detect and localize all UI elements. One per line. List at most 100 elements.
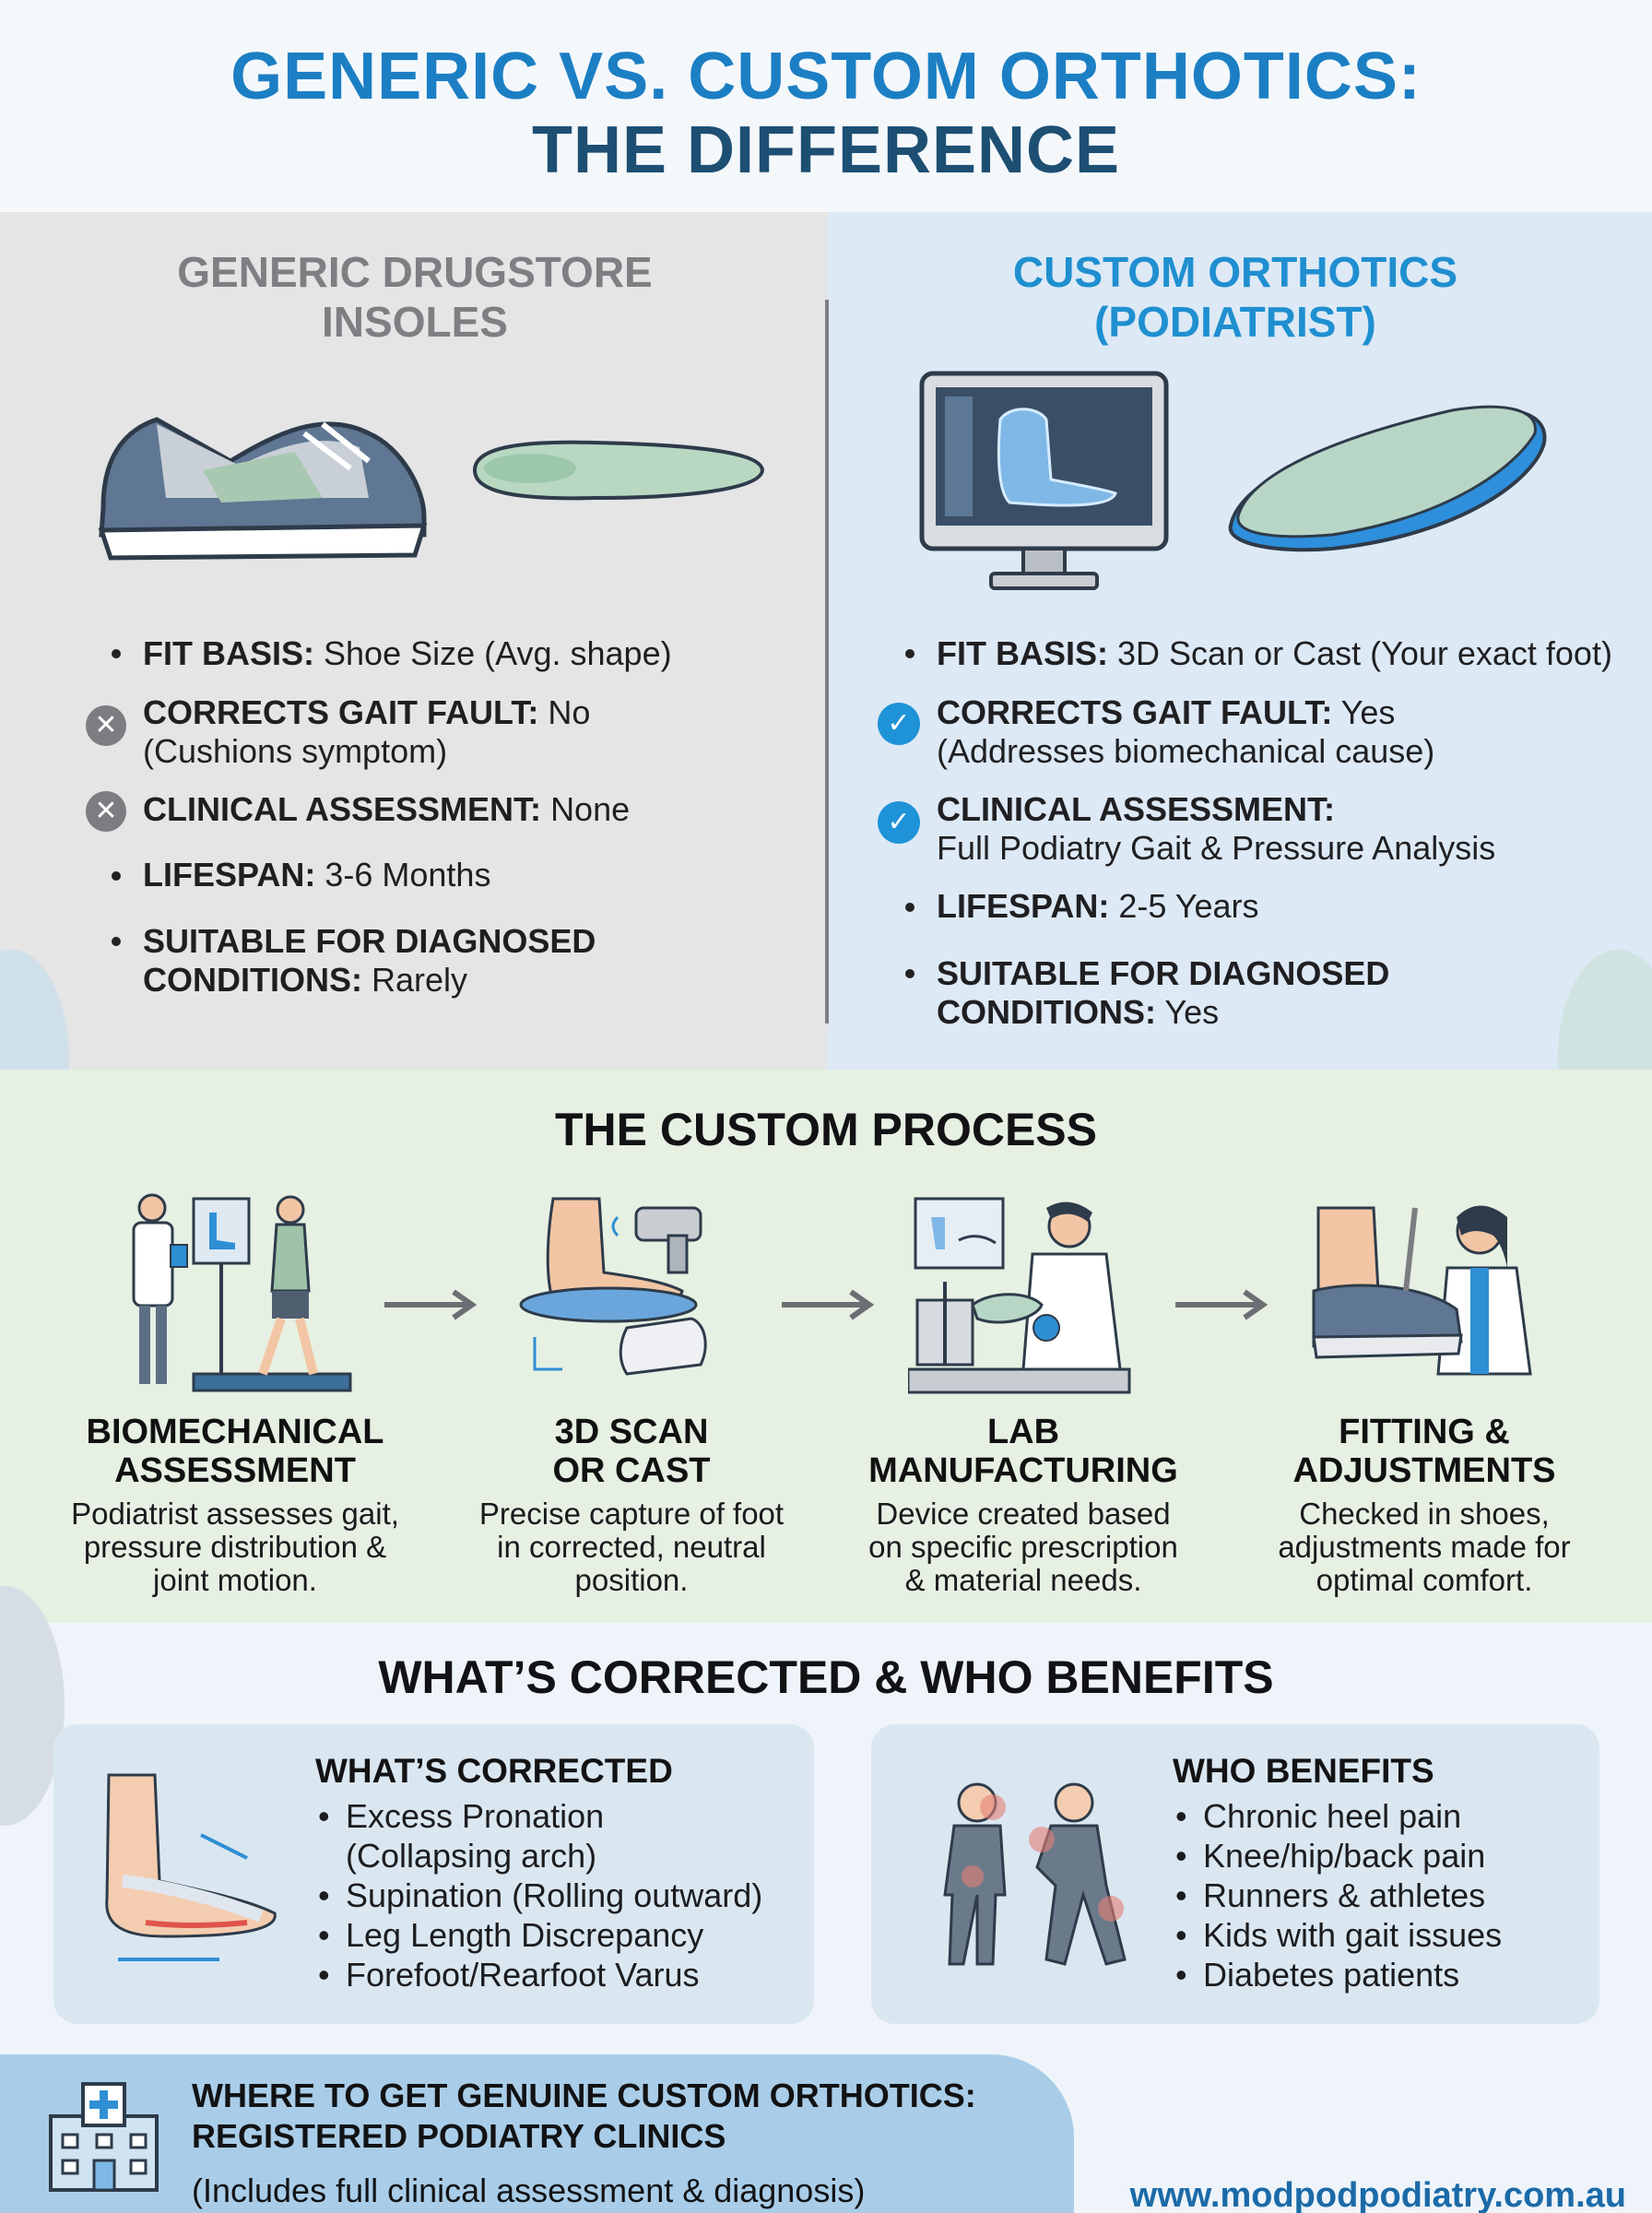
step-desc-line: pressure distribution & — [83, 1530, 387, 1564]
step-desc-line: adjustments made for — [1278, 1530, 1571, 1564]
page-title-line2: THE DIFFERENCE — [531, 113, 1121, 187]
list-item: Forefoot/Rearfoot Varus — [318, 1955, 797, 1994]
step-desc-line: Device created based — [876, 1497, 1171, 1531]
arrow-right-icon — [384, 1289, 478, 1320]
step-description: Device created based on specific prescri… — [834, 1497, 1212, 1597]
feature-label: SUITABLE FOR DIAGNOSED — [143, 922, 596, 960]
step-desc-line: in corrected, neutral — [497, 1530, 766, 1564]
feature-value: Yes — [1164, 993, 1220, 1031]
website-link[interactable]: www.modpodpodiatry.com.au — [1129, 2176, 1626, 2213]
custom-suitable: SUITABLE FOR DIAGNOSED CONDITIONS: Yes — [937, 954, 1637, 1032]
step-title-line: 3D SCAN — [554, 1413, 709, 1451]
feature-value: Shoe Size (Avg. shape) — [324, 634, 672, 672]
list-item: Diabetes patients — [1175, 1955, 1581, 1994]
x-icon: ✕ — [86, 705, 126, 746]
step-desc-line: Precise capture of foot — [478, 1497, 785, 1531]
feature-value: 3-6 Months — [324, 856, 491, 893]
footer-headline: WHERE TO GET GENUINE CUSTOM ORTHOTICS: — [192, 2077, 976, 2114]
list-item: Chronic heel pain — [1175, 1796, 1581, 1836]
bullet — [905, 969, 914, 978]
scan-illustration — [519, 1197, 707, 1376]
step-description: Checked in shoes, adjustments made for o… — [1235, 1497, 1613, 1597]
scanner-monitor-illustration — [919, 371, 1169, 590]
feature-value-detail: Full Podiatry Gait & Pressure Analysis — [937, 829, 1496, 867]
step-title-line: ADJUSTMENTS — [1292, 1451, 1556, 1490]
step-title: LAB MANUFACTURING — [834, 1413, 1212, 1490]
step-title-line: BIOMECHANICAL — [86, 1413, 384, 1451]
feature-label: LIFESPAN: — [937, 887, 1110, 925]
step-desc-line: Checked in shoes, — [1299, 1497, 1550, 1531]
custom-clinical-assessment: CLINICAL ASSESSMENT: Full Podiatry Gait … — [937, 790, 1637, 868]
feature-value-detail: (Cushions symptom) — [143, 732, 448, 770]
bullet — [112, 649, 121, 658]
custom-fit-basis: FIT BASIS: 3D Scan or Cast (Your exact f… — [937, 634, 1637, 673]
feature-label-cont: CONDITIONS: — [937, 993, 1156, 1031]
list-item: Knee/hip/back pain — [1175, 1836, 1581, 1876]
custom-insole-illustration — [1228, 405, 1547, 552]
generic-clinical-assessment: CLINICAL ASSESSMENT: None — [143, 790, 807, 829]
step-desc-line: position. — [574, 1563, 689, 1597]
feature-value: Yes — [1340, 693, 1396, 731]
footer-note: (Includes full clinical assessment & dia… — [192, 2172, 866, 2209]
generic-title-line2: INSOLES — [322, 298, 508, 346]
list-item: Kids with gait issues — [1175, 1915, 1581, 1955]
list-item: Leg Length Discrepancy — [318, 1915, 797, 1955]
pain-figures-icon — [943, 1782, 1127, 1966]
generic-insole-illustration — [472, 440, 765, 501]
header: GENERIC VS. CUSTOM ORTHOTICS: THE DIFFER… — [0, 0, 1652, 212]
step-desc-line: optimal comfort. — [1316, 1563, 1533, 1597]
custom-title-line2: (PODIATRIST) — [1094, 298, 1376, 346]
step-desc-line: on specific prescription — [868, 1530, 1178, 1564]
step-title-line: FITTING & — [1339, 1413, 1510, 1451]
step-desc-line: & material needs. — [904, 1563, 1142, 1597]
panel-divider — [825, 300, 829, 1024]
custom-panel — [828, 212, 1652, 1070]
feature-label: CLINICAL ASSESSMENT: — [143, 790, 542, 828]
generic-title: GENERIC DRUGSTORE INSOLES — [74, 247, 756, 347]
sneaker-illustration — [98, 417, 428, 561]
feature-value: No — [548, 693, 591, 731]
check-icon: ✓ — [878, 703, 920, 745]
assessment-illustration — [132, 1193, 352, 1392]
generic-fit-basis: FIT BASIS: Shoe Size (Avg. shape) — [143, 634, 807, 673]
generic-title-line1: GENERIC DRUGSTORE — [177, 248, 653, 296]
hospital-icon — [49, 2082, 159, 2192]
corrected-benefits-title: WHAT’S CORRECTED & WHO BENEFITS — [378, 1651, 1274, 1703]
generic-panel — [0, 212, 828, 1070]
custom-corrects-gait: CORRECTS GAIT FAULT: Yes (Addresses biom… — [937, 693, 1637, 771]
arrow-right-icon — [782, 1289, 875, 1320]
benefits-heading: WHO BENEFITS — [1173, 1752, 1434, 1790]
page-title-line1: GENERIC VS. CUSTOM ORTHOTICS: — [230, 40, 1422, 113]
list-item-continuation: (Collapsing arch) — [346, 1837, 597, 1875]
feature-value: None — [550, 790, 631, 828]
list-item: Excess Pronation — [318, 1796, 797, 1836]
feature-label: CORRECTS GAIT FAULT: — [937, 693, 1333, 731]
step-desc-line: Podiatrist assesses gait, — [71, 1497, 399, 1531]
arrow-right-icon — [1175, 1289, 1268, 1320]
feature-value: 2-5 Years — [1118, 887, 1259, 925]
step-title-line: OR CAST — [552, 1451, 711, 1490]
feature-label: SUITABLE FOR DIAGNOSED — [937, 954, 1390, 992]
feature-label: LIFESPAN: — [143, 856, 316, 893]
step-title-line: LAB — [986, 1413, 1060, 1451]
corrected-heading: WHAT’S CORRECTED — [315, 1752, 673, 1790]
feature-value-detail: (Addresses biomechanical cause) — [937, 732, 1435, 770]
feature-value: 3D Scan or Cast (Your exact foot) — [1117, 634, 1612, 672]
feature-value: Rarely — [372, 961, 468, 999]
footer-subheadline: REGISTERED PODIATRY CLINICS — [192, 2117, 726, 2155]
feature-label-cont: CONDITIONS: — [143, 961, 362, 999]
lab-illustration — [908, 1197, 1131, 1394]
custom-title-line1: CUSTOM ORTHOTICS — [1012, 248, 1458, 296]
bullet — [905, 903, 914, 912]
footer-banner — [0, 2054, 1074, 2213]
step-desc-line: joint motion. — [153, 1563, 317, 1597]
list-item: Supination (Rolling outward) — [318, 1876, 797, 1915]
x-icon: ✕ — [86, 791, 126, 832]
step-title-line: ASSESSMENT — [114, 1451, 356, 1490]
list-item: Runners & athletes — [1175, 1876, 1581, 1915]
feature-label: FIT BASIS: — [937, 634, 1108, 672]
check-icon: ✓ — [878, 801, 920, 844]
bullet — [905, 649, 914, 658]
step-title: FITTING & ADJUSTMENTS — [1235, 1413, 1613, 1490]
step-title: 3D SCAN OR CAST — [442, 1413, 820, 1490]
